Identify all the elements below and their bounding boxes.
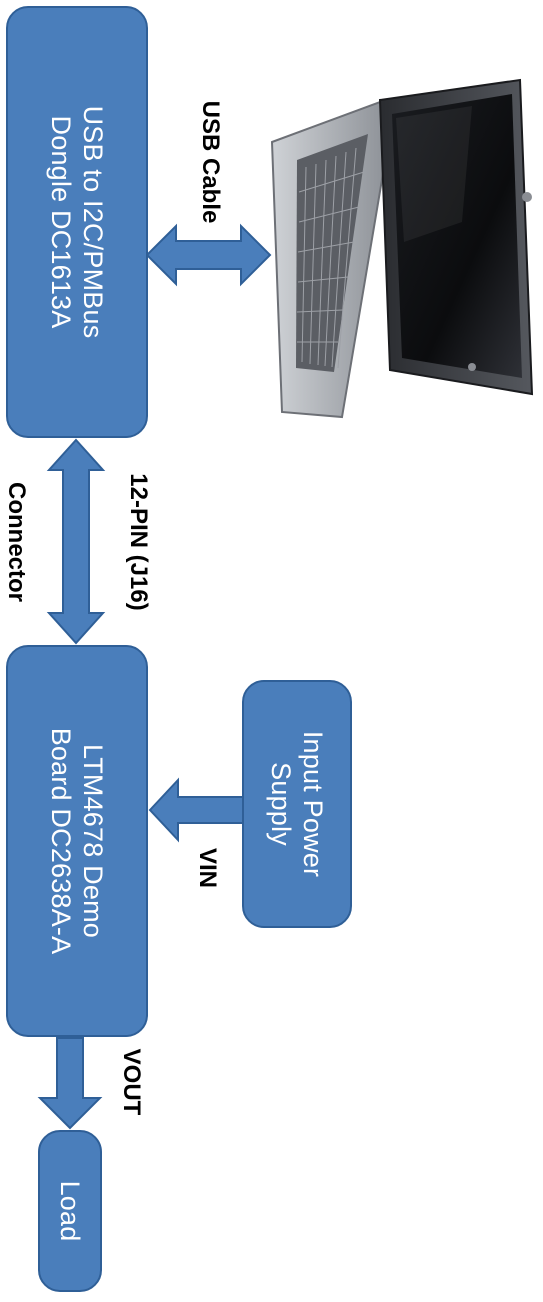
vin-label: VIN xyxy=(194,847,221,889)
usb-dongle-box: USB to I2C/PMBus Dongle DC1613A xyxy=(6,6,148,438)
usb-cable-arrow xyxy=(145,223,272,287)
vout-arrow xyxy=(37,1037,103,1130)
connector-label: 12-PIN (J16) xyxy=(124,473,152,610)
load-label-line1: Load xyxy=(55,1180,85,1242)
usb-cable-label: USB Cable xyxy=(197,100,224,224)
load-box: Load xyxy=(38,1130,102,1292)
demo-board-box: LTM4678 Demo Board DC2638A-A xyxy=(6,645,148,1037)
vin-arrow xyxy=(148,777,245,843)
usb-dongle-label-line1: USB to I2C/PMBus xyxy=(78,105,108,339)
usb-dongle-label-line2: Dongle DC1613A xyxy=(46,115,76,329)
connector-label-line2: Connector xyxy=(3,482,30,602)
demo-board-label: LTM4678 Demo Board DC2638A-A xyxy=(45,728,109,955)
power-supply-label-line1: Input Power xyxy=(298,730,328,878)
power-supply-label-line2: Supply xyxy=(266,762,296,846)
connector-label-line1: 12-PIN (J16) xyxy=(125,473,152,611)
connector-arrow xyxy=(46,438,106,645)
power-supply-box: Input Power Supply xyxy=(242,680,352,928)
laptop-icon xyxy=(270,78,534,419)
vout-label: VOUT xyxy=(118,1048,145,1116)
power-supply-label: Input Power Supply xyxy=(265,731,329,877)
load-label: Load xyxy=(54,1181,86,1242)
demo-board-label-line2: Board DC2638A-A xyxy=(46,727,76,955)
connector-label-2: Connector xyxy=(2,482,30,602)
usb-dongle-label: USB to I2C/PMBus Dongle DC1613A xyxy=(45,106,109,339)
demo-board-label-line1: LTM4678 Demo xyxy=(78,744,108,938)
